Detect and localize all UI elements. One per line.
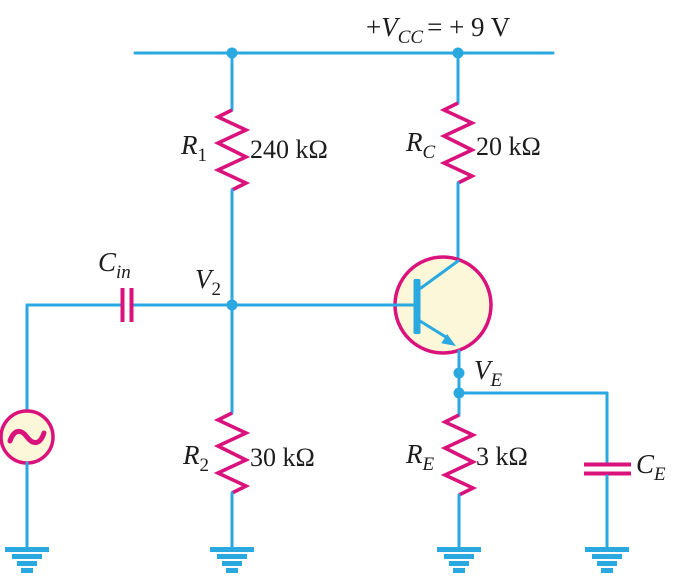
resistor-r1 [213,108,251,192]
transistor-collector-lead [419,259,460,290]
r1-label: R1 [181,130,207,166]
capacitor-cin [120,288,134,322]
capacitor-ce [584,462,631,476]
resistor-rc [439,101,477,185]
junction-dot [226,47,238,59]
junction-dot-ve [453,367,465,379]
transistor-npn [393,255,493,355]
junction-dot [453,387,465,399]
ground-symbol [5,547,49,573]
transistor-base-bar [413,279,421,334]
ac-source [0,303,55,549]
resistor-r2 [213,411,251,495]
r2-value: 30 kΩ [250,443,315,472]
ground-symbol [210,547,254,573]
sine-icon [7,429,47,445]
v2-label: V2 [195,264,221,300]
r2-label: R2 [183,440,209,476]
transistor-emitter-lead [418,319,451,341]
ground-symbol [437,547,481,573]
resistor-re [440,413,478,497]
ground-symbol [585,547,629,573]
rc-value: 20 kΩ [476,132,541,161]
r1-value: 240 kΩ [250,135,328,164]
emitter-arrow-icon [441,334,456,346]
cin-label: Cin [98,247,131,283]
re-value: 3 kΩ [476,442,528,471]
junction-dot-v2 [226,299,238,311]
ce-label: CE [636,449,666,485]
ve-label: VE [474,355,503,391]
rc-label: RC [406,127,436,163]
re-label: RE [406,439,435,475]
vcc-label: +VCC= + 9 V [366,12,511,48]
junction-dot [452,47,464,59]
